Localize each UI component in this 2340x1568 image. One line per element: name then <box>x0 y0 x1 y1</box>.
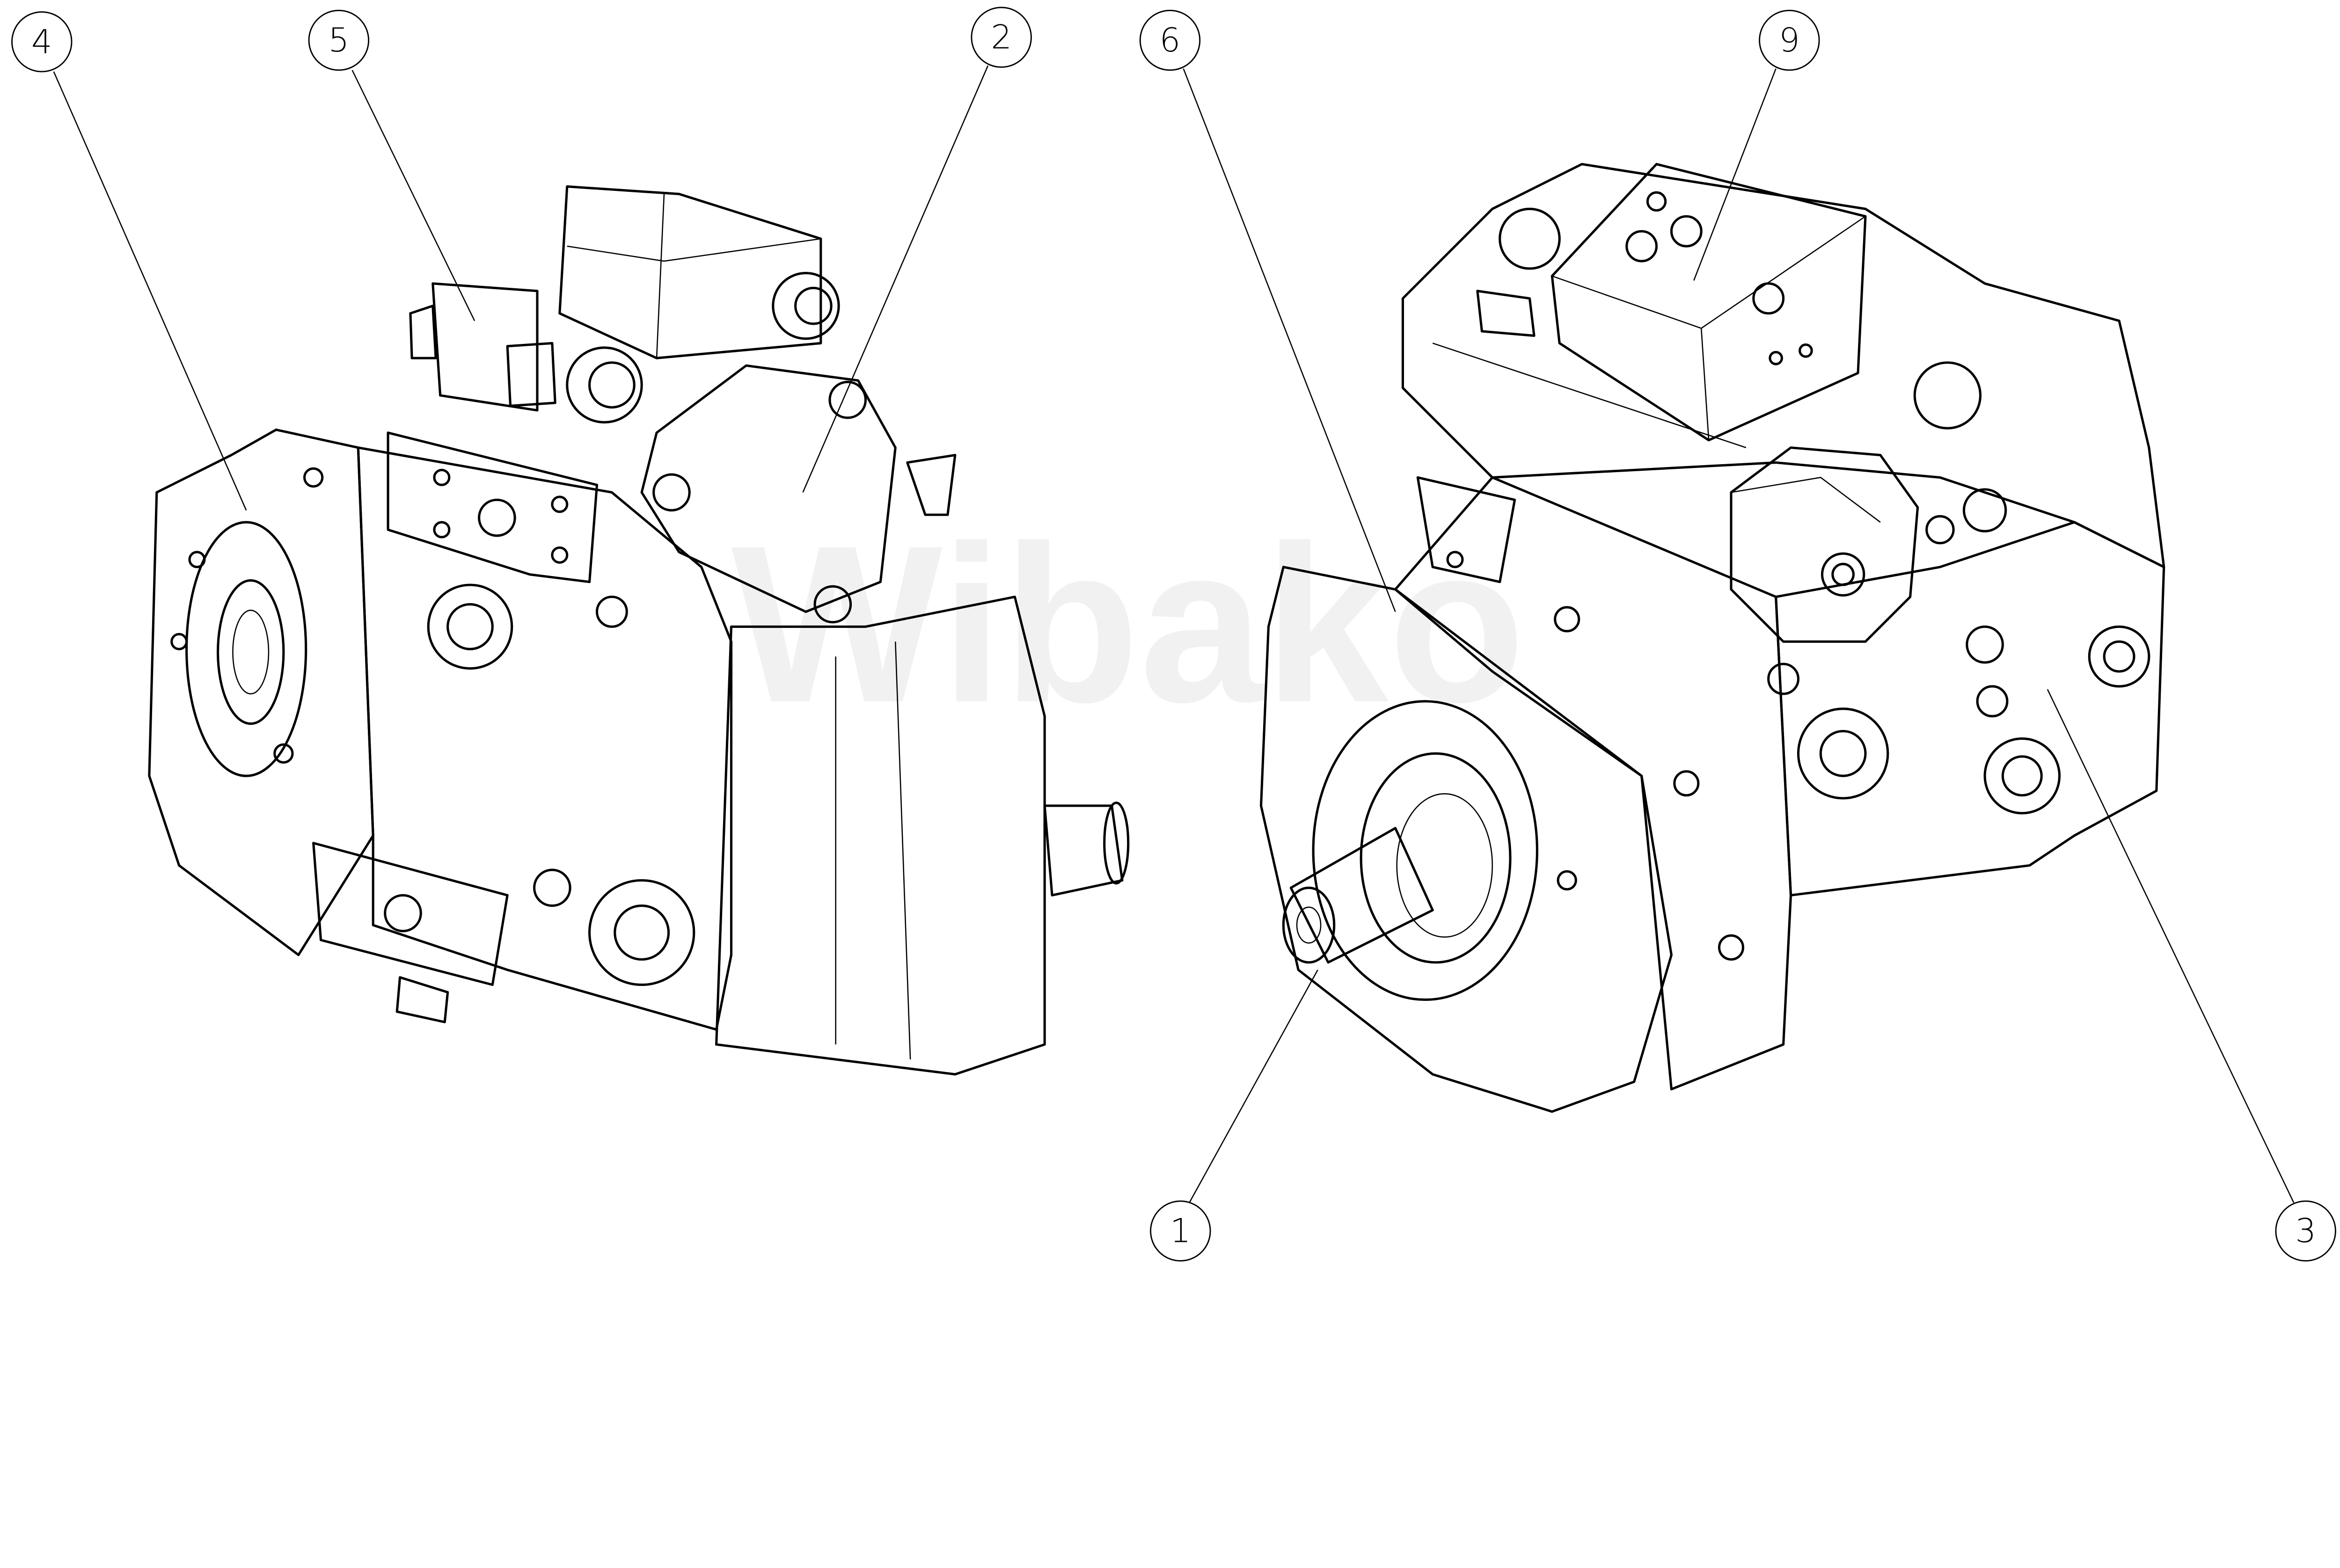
callout-6: 6 <box>1139 9 1201 71</box>
watermark: Wibako <box>731 499 1526 749</box>
left-pump <box>148 185 1130 1076</box>
callout-1: 1 <box>1150 1200 1211 1262</box>
drawing-svg: Wibako <box>11 7 2336 1262</box>
leader-lines <box>53 65 2295 1203</box>
callout-label: 4 <box>31 22 52 61</box>
callout-label: 3 <box>2295 1212 2316 1250</box>
callout-label: 5 <box>329 21 350 59</box>
pump-assembly-drawing: Wibako <box>11 7 2336 1262</box>
callout-9: 9 <box>1759 9 1820 71</box>
callout-2: 2 <box>971 7 1032 68</box>
callout-5: 5 <box>308 9 370 71</box>
callout-label: 2 <box>991 18 1012 57</box>
right-pump <box>1259 163 2165 1113</box>
callout-4: 4 <box>11 11 73 73</box>
callout-label: 6 <box>1160 21 1181 59</box>
callout-label: 1 <box>1170 1212 1191 1250</box>
callout-3: 3 <box>2275 1200 2336 1262</box>
callout-label: 9 <box>1779 21 1800 59</box>
